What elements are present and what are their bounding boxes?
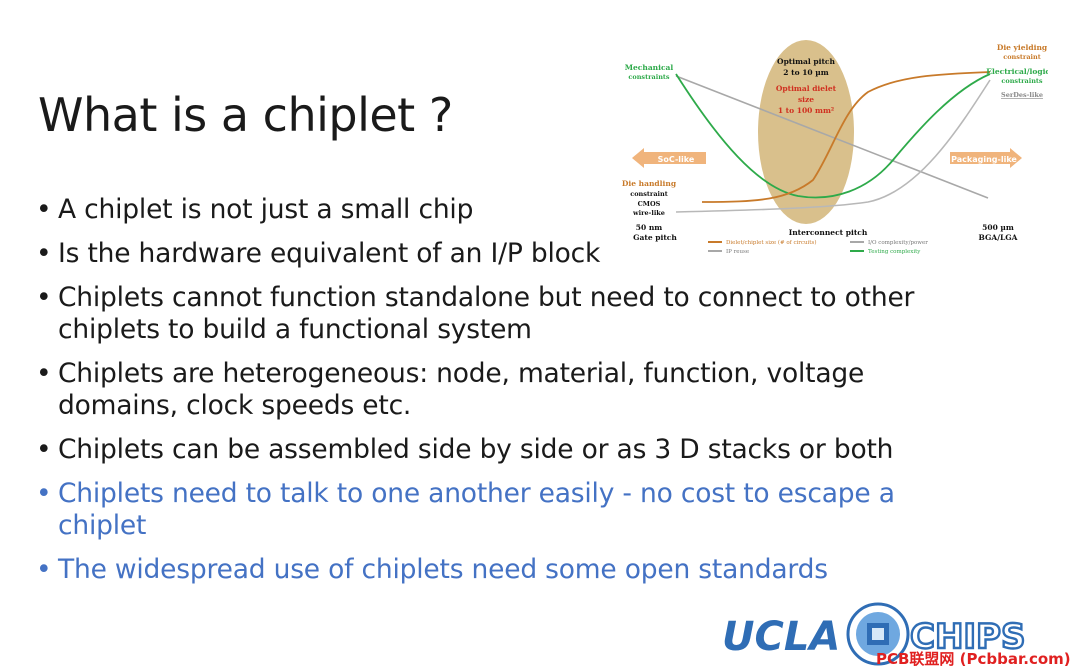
bullet-item: •The widespread use of chiplets need som… (36, 554, 976, 586)
die-handling-line-2: constraint (630, 190, 668, 198)
optimal-pitch-line-1: Optimal pitch (777, 57, 835, 66)
legend-label-ip-reuse: IP reuse (726, 249, 749, 255)
bullet-item: •Chiplets can be assembled side by side … (36, 434, 976, 466)
die-handling-line-1: Die handling (622, 179, 677, 188)
packaging-like-label: Packaging-like (951, 155, 1017, 164)
bullet-text: Chiplets are heterogeneous: node, materi… (58, 358, 865, 421)
logo-ucla-text: UCLA (722, 614, 840, 660)
packaging-like-arrow (950, 148, 1022, 168)
bullet-text: Chiplets can be assembled side by side o… (58, 434, 894, 465)
bullet-dot: • (36, 238, 52, 269)
cmos-line-1: CMOS (638, 200, 661, 208)
electrical-line-2: constraints (1001, 77, 1043, 85)
mechanical-line-2: constraints (628, 73, 670, 81)
bullet-text: A chiplet is not just a small chip (58, 194, 474, 225)
bullet-dot: • (36, 282, 52, 313)
bullet-list: •A chiplet is not just a small chip•Is t… (36, 194, 976, 586)
bullet-dot: • (36, 434, 52, 465)
bullet-dot: • (36, 478, 52, 509)
gray-line-descending (675, 75, 989, 199)
serdes-label: SerDes-like (1001, 91, 1043, 99)
ucla-chips-logo: UCLA CHIPS (722, 602, 1027, 666)
x-right-line-1: 500 µm (982, 223, 1014, 232)
bullet-text: The widespread use of chiplets need some… (58, 554, 828, 585)
soc-like-arrow (632, 148, 706, 168)
pitch-figure: SoC-like Packaging-like Optimal pitch 2 … (618, 40, 1048, 258)
die-yielding-line-2: constraint (1003, 53, 1041, 61)
x-left-line-1: 50 nm (636, 223, 663, 232)
electrical-line-1: Electrical/logical (986, 67, 1048, 76)
x-center-label: Interconnect pitch (789, 228, 868, 237)
bullet-dot: • (36, 194, 52, 225)
bullet-dot: • (36, 554, 52, 585)
legend-label-io: I/O complexity/power (868, 240, 928, 246)
x-right-line-2: BGA/LGA (979, 233, 1018, 242)
optimal-dielet-line-1: Optimal dielet (776, 84, 837, 93)
legend-label-dielet: Dielet/chiplet size (# of circuits) (726, 239, 816, 246)
logo-chips-text: CHIPS (910, 617, 1025, 657)
green-curve (675, 73, 991, 199)
watermark: PCB联盟网 (Pcbbar.com) (876, 650, 1071, 668)
bullet-text: Chiplets cannot function standalone but … (58, 282, 915, 345)
bullet-item: •Chiplets need to talk to one another ea… (36, 478, 976, 542)
x-left-line-2: Gate pitch (633, 233, 677, 242)
optimal-pitch-line-2: 2 to 10 µm (783, 68, 828, 77)
pitch-figure-svg: SoC-like Packaging-like Optimal pitch 2 … (622, 40, 1048, 255)
bullet-item: •Chiplets are heterogeneous: node, mater… (36, 358, 976, 422)
mechanical-line-1: Mechanical (625, 63, 674, 72)
optimal-dielet-line-3: 1 to 100 mm² (778, 106, 834, 115)
bullet-item: •Is the hardware equivalent of an I/P bl… (36, 238, 976, 270)
bullet-item: •Chiplets cannot function standalone but… (36, 282, 976, 346)
legend-label-testing: Testing complexity (868, 249, 921, 255)
cmos-wire-line (675, 79, 991, 213)
bullet-dot: • (36, 358, 52, 389)
bullet-text: Is the hardware equivalent of an I/P blo… (58, 238, 601, 269)
orange-curve (701, 71, 991, 203)
bullet-item: •A chiplet is not just a small chip (36, 194, 976, 226)
optimal-dielet-line-2: size (798, 95, 814, 104)
optimal-region-ellipse (758, 40, 854, 224)
slide-title: What is a chiplet ? (38, 88, 453, 142)
globe-chip-icon (846, 602, 910, 666)
soc-like-label: SoC-like (658, 155, 695, 164)
cmos-line-2: wire-like (632, 209, 665, 217)
bullet-text: Chiplets need to talk to one another eas… (58, 478, 895, 541)
die-yielding-line-1: Die yielding (997, 43, 1048, 52)
